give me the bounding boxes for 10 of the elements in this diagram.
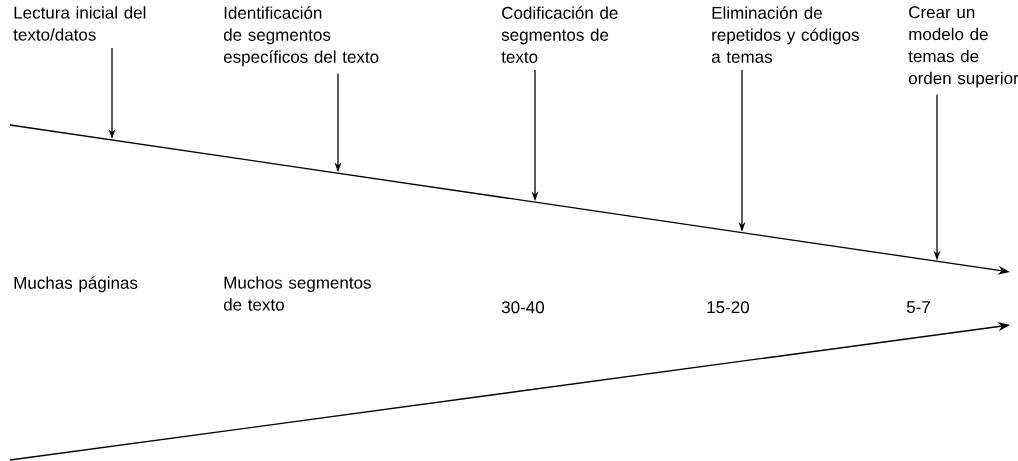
count-label: 30-40	[501, 301, 544, 314]
step-text: Eliminación de repetidos y códigos a temas	[711, 6, 859, 63]
count-label: 5-7	[906, 301, 930, 314]
count-label: Muchos segmentos de texto	[223, 276, 371, 311]
count-label: 15-20	[707, 301, 749, 314]
step-text: Codificación de segmentos de texto	[501, 6, 618, 63]
count-label: Muchas páginas	[14, 276, 138, 293]
step-text: Crear un modelo de temas de orden superior	[908, 6, 1018, 88]
step-text: Identificación de segmentos específicos del texto	[223, 6, 379, 67]
step-text: Lectura inicial del texto/datos	[13, 6, 146, 41]
